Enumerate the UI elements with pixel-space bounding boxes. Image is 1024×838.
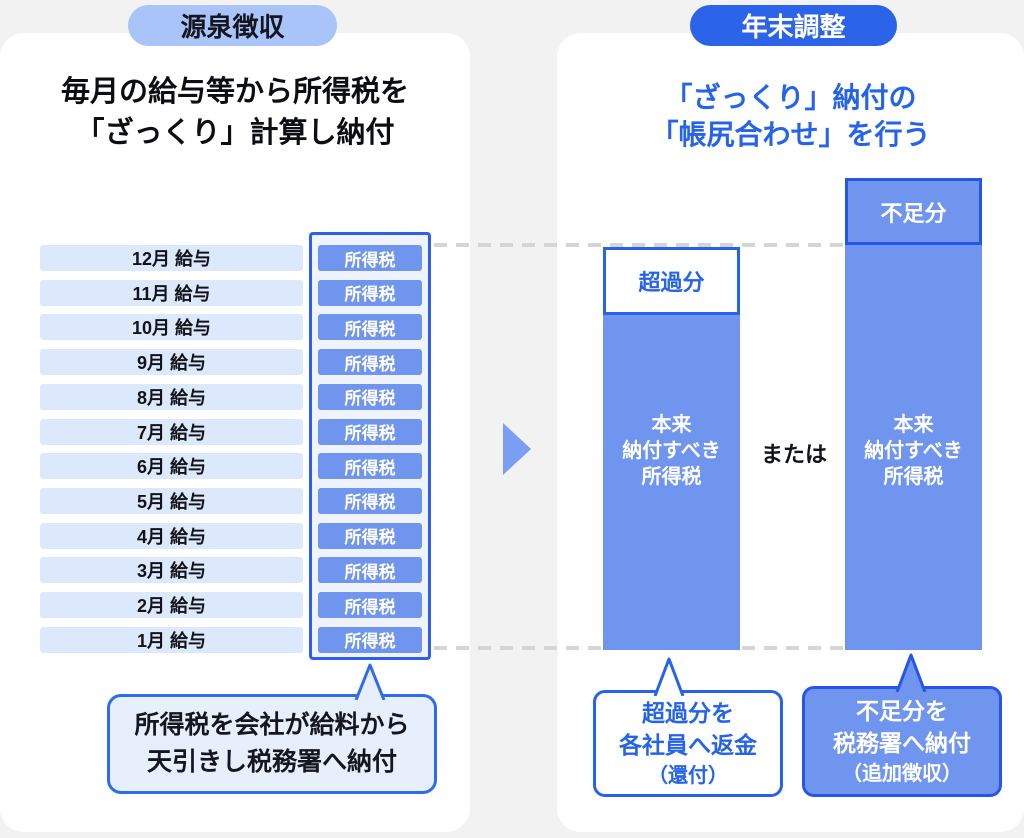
callout-pointer	[895, 653, 927, 692]
income-tax-box: 所得税	[318, 314, 422, 341]
overpaid-amount-box: 超過分	[603, 247, 740, 315]
dashed-connector-top	[434, 243, 845, 247]
callout-line: 各社員へ返金	[619, 731, 757, 758]
income-tax-box: 所得税	[318, 349, 422, 376]
or-label: または	[760, 442, 827, 467]
withholding-explanation-callout: 所得税を会社が給料から 天引きし税務署へ納付	[107, 694, 437, 794]
month-salary-row: 9月 給与	[40, 349, 303, 376]
income-tax-box: 所得税	[318, 487, 422, 514]
income-tax-box: 所得税	[318, 245, 422, 271]
withholding-badge: 源泉徴収	[128, 5, 337, 46]
callout-line: 不足分を	[856, 697, 948, 724]
month-salary-row: 11月 給与	[40, 279, 303, 306]
month-salary-row: 6月 給与	[40, 453, 303, 480]
income-tax-box: 所得税	[318, 592, 422, 618]
shortfall-amount-box: 不足分	[845, 178, 982, 245]
callout-line: （追加徴収）	[842, 762, 962, 785]
year-end-adjustment-title: 「ざっくり」納付の 「帳尻合わせ」を行う	[650, 82, 931, 150]
income-tax-box: 所得税	[318, 522, 422, 549]
due-tax-label: 本来 納付すべき 所得税	[622, 414, 721, 488]
callout-line: （還付）	[648, 764, 728, 787]
month-salary-row: 7月 給与	[40, 418, 303, 445]
month-salary-row: 1月 給与	[40, 626, 303, 653]
callout-pointer	[354, 663, 386, 700]
month-salary-row: 8月 給与	[40, 383, 303, 410]
month-salary-row: 12月 給与	[40, 245, 303, 271]
income-tax-box: 所得税	[318, 557, 422, 584]
income-tax-box: 所得税	[318, 453, 422, 480]
income-tax-box: 所得税	[318, 383, 422, 410]
year-end-adjustment-badge: 年末調整	[690, 5, 897, 46]
month-salary-row: 10月 給与	[40, 314, 303, 341]
refund-callout: 超過分を 各社員へ返金 （還付）	[593, 690, 783, 797]
income-tax-box: 所得税	[318, 279, 422, 306]
due-tax-label: 本来 納付すべき 所得税	[864, 414, 963, 488]
month-salary-row: 4月 給与	[40, 522, 303, 549]
additional-payment-callout: 不足分を 税務署へ納付 （追加徴収）	[802, 686, 1002, 797]
overpaid-bar: 超過分 本来 納付すべき 所得税	[603, 247, 740, 650]
income-tax-box: 所得税	[318, 626, 422, 653]
month-salary-row: 3月 給与	[40, 557, 303, 584]
callout-line: 超過分を	[642, 699, 734, 726]
month-salary-row: 2月 給与	[40, 592, 303, 618]
withholding-title: 毎月の給与等から所得税を 「ざっくり」計算し納付	[60, 76, 409, 149]
month-salary-row: 5月 給与	[40, 487, 303, 514]
income-tax-stack: 所得税所得税所得税所得税所得税所得税所得税所得税所得税所得税所得税所得税	[309, 232, 431, 660]
income-tax-box: 所得税	[318, 418, 422, 445]
shortfall-bar: 不足分 本来 納付すべき 所得税	[845, 178, 982, 650]
right-arrow-icon	[503, 423, 531, 475]
callout-line: 税務署へ納付	[833, 729, 971, 756]
callout-pointer	[653, 657, 685, 696]
